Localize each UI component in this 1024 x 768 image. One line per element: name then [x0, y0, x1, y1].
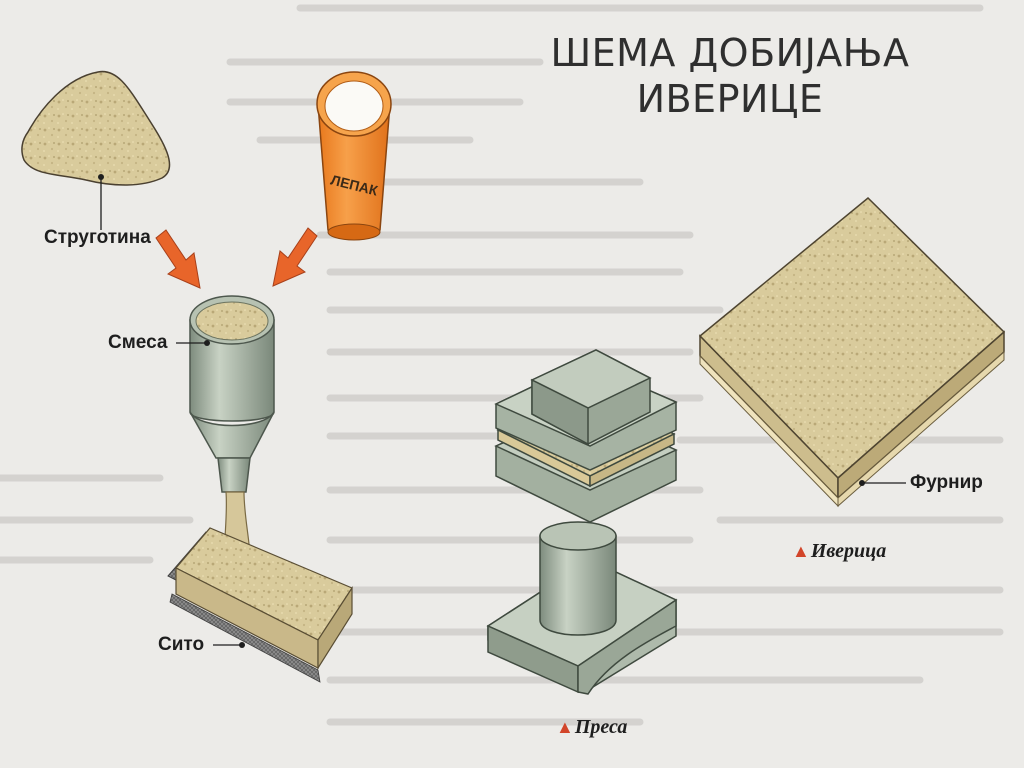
sieve-mat	[167, 527, 353, 683]
title-line-2: ИВЕРИЦЕ	[636, 77, 824, 121]
sawdust-chip	[21, 70, 171, 230]
press-machine	[486, 349, 678, 695]
red-triangle-icon: ▲	[556, 717, 574, 737]
caption-particleboard: ▲Иверица	[792, 540, 886, 563]
caption-press: ▲Преса	[556, 716, 627, 739]
label-veneer: Фурнир	[910, 472, 983, 493]
orange-down-arrow-icon	[272, 227, 318, 287]
label-sawdust: Струготина	[44, 227, 151, 248]
caption-particleboard-text: Иверица	[810, 540, 887, 562]
label-sieve: Сито	[158, 634, 205, 655]
mixer-hopper	[176, 295, 275, 493]
glue-container: ЛЕПАК	[316, 71, 392, 241]
red-triangle-icon: ▲	[792, 541, 810, 561]
page-title: ШЕМА ДОБИЈАЊА ИВЕРИЦЕ	[500, 30, 960, 122]
title-line-1: ШЕМА ДОБИЈАЊА	[550, 31, 910, 75]
orange-down-arrow-icon	[155, 229, 201, 289]
particleboard	[698, 196, 1006, 508]
label-mixture: Смеса	[108, 332, 168, 353]
caption-press-text: Преса	[574, 716, 628, 738]
